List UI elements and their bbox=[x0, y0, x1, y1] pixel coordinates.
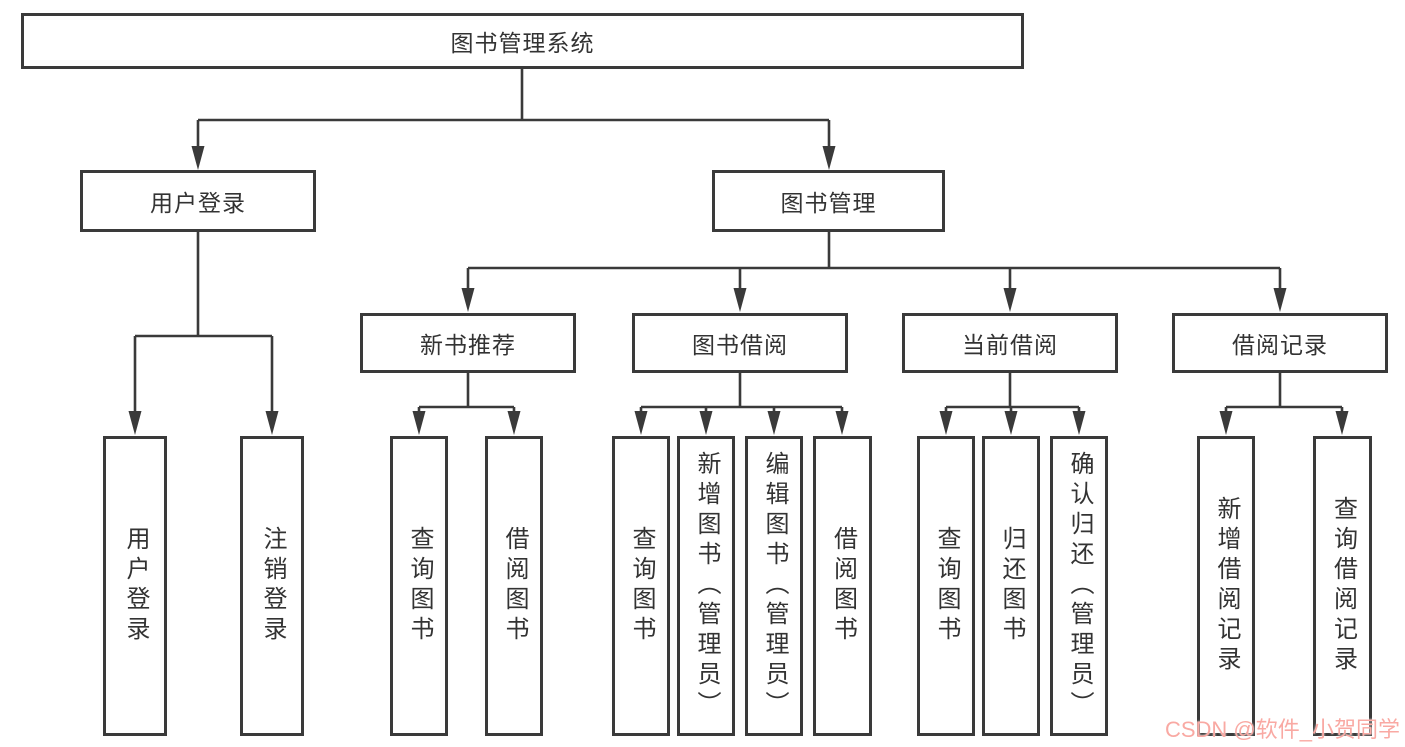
node-current-borrowing: 当前借阅 bbox=[902, 313, 1118, 373]
leaf-user-login: 用户登录 bbox=[103, 436, 167, 736]
node-book-management: 图书管理 bbox=[712, 170, 945, 232]
leaf-confirm-return-admin: 确认归还（管理员） bbox=[1050, 436, 1108, 736]
leaf-query-books-recommend: 查询图书 bbox=[390, 436, 448, 736]
leaf-add-borrow-record: 新增借阅记录 bbox=[1197, 436, 1255, 736]
leaf-query-books-borrowing: 查询图书 bbox=[612, 436, 670, 736]
connector-paths bbox=[133, 69, 1344, 415]
leaf-borrow-books: 借阅图书 bbox=[813, 436, 872, 736]
leaf-logout: 注销登录 bbox=[240, 436, 304, 736]
leaf-edit-books-admin: 编辑图书（管理员） bbox=[745, 436, 803, 736]
node-borrowing-records: 借阅记录 bbox=[1172, 313, 1388, 373]
node-book-borrowing: 图书借阅 bbox=[632, 313, 848, 373]
csdn-watermark: CSDN @软件_小贺同学 bbox=[1164, 717, 1400, 742]
node-new-book-recommend: 新书推荐 bbox=[360, 313, 576, 373]
leaf-return-books: 归还图书 bbox=[982, 436, 1040, 736]
arrowheads bbox=[128, 146, 1349, 435]
node-user-login: 用户登录 bbox=[80, 170, 316, 232]
leaf-borrow-books-recommend: 借阅图书 bbox=[485, 436, 543, 736]
node-library-system: 图书管理系统 bbox=[21, 13, 1024, 69]
leaf-add-books-admin: 新增图书（管理员） bbox=[677, 436, 735, 736]
leaf-query-books-current: 查询图书 bbox=[917, 436, 975, 736]
leaf-query-borrow-record: 查询借阅记录 bbox=[1313, 436, 1372, 736]
